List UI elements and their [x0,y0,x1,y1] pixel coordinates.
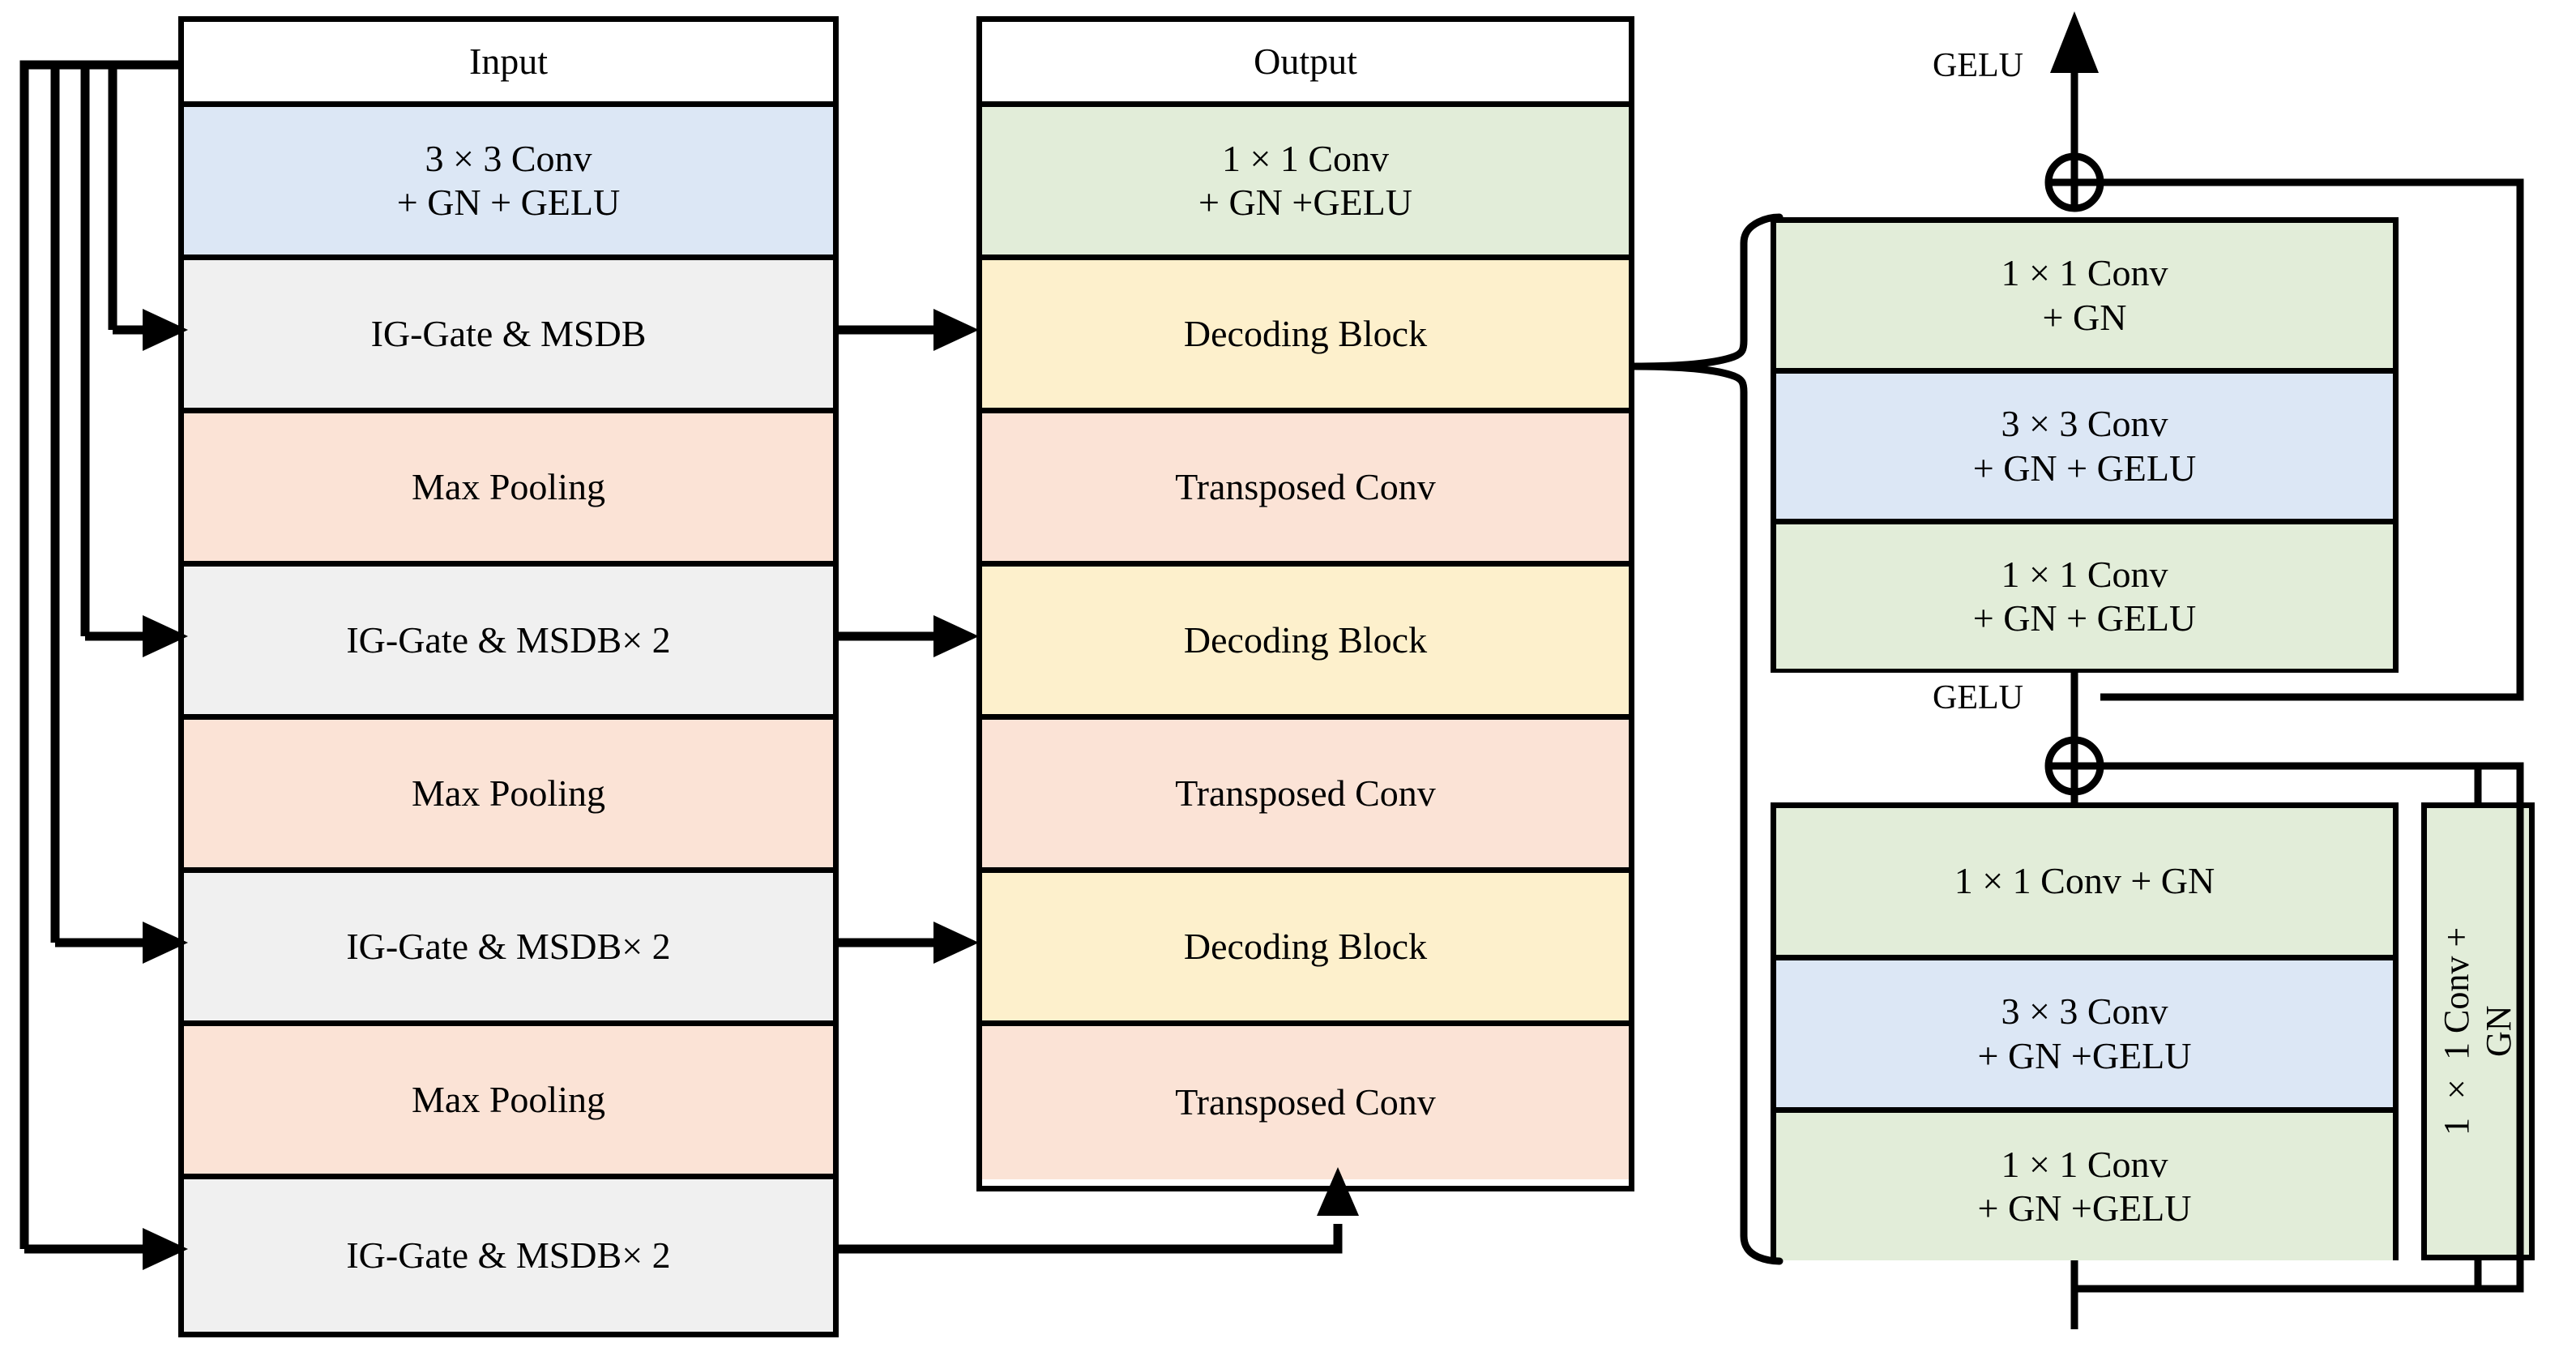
decoder-row-decoding-1: Decoding Block [982,260,1629,413]
detail-bottom-row-conv3x3-gn-gelu: 3 × 3 Conv + GN +GELU [1776,960,2393,1113]
encoder-column: Input 3 × 3 Conv + GN + GELU IG-Gate & M… [178,16,839,1337]
bottleneck-connector [839,1224,1343,1254]
decoder-row-transposed-2: Transposed Conv [982,720,1629,873]
encoder-skip-connections [19,60,178,1254]
encoder-row-iggate-msdb-3: IG-Gate & MSDB× 2 [184,873,833,1026]
detail-bottom-row-conv1x1-gn: 1 × 1 Conv + GN [1776,808,2393,960]
detail-top-row-conv3x3-gn-gelu: 3 × 3 Conv + GN + GELU [1776,374,2393,524]
encoder-to-decoder-arrowheads [933,309,979,964]
detail-shortcut-block: 1 × 1 Conv + GN [2421,802,2535,1260]
detail-top-block: 1 × 1 Conv + GN 3 × 3 Conv + GN + GELU 1… [1771,217,2399,673]
detail-bottom-row-conv1x1-gn-gelu: 1 × 1 Conv + GN +GELU [1776,1113,2393,1260]
encoder-row-iggate-msdb-4: IG-Gate & MSDB× 2 [184,1179,833,1332]
encoder-row-iggate-msdb-1: IG-Gate & MSDB [184,260,833,413]
decoder-row-conv1x1: 1 × 1 Conv + GN +GELU [982,107,1629,260]
decoder-row-transposed-3: Transposed Conv [982,1026,1629,1179]
encoder-row-input: Input [184,22,833,107]
encoder-to-decoder-skips [839,325,948,947]
decoder-row-decoding-3: Decoding Block [982,873,1629,1026]
encoder-row-iggate-msdb-2: IG-Gate & MSDB× 2 [184,567,833,720]
detail-top-row-conv1x1-gn: 1 × 1 Conv + GN [1776,223,2393,374]
gelu-label-bottom: GELU [1933,679,2023,716]
encoder-row-conv3x3: 3 × 3 Conv + GN + GELU [184,107,833,260]
add-symbol-bottom: ⊕ [2044,721,2109,808]
decoder-row-output: Output [982,22,1629,107]
gelu-label-top: GELU [1933,47,2023,84]
encoder-row-maxpool-1: Max Pooling [184,413,833,567]
decoder-row-transposed-1: Transposed Conv [982,413,1629,567]
decoding-block-brace [1630,213,1784,1265]
detail-top-row-conv1x1-gn-gelu: 1 × 1 Conv + GN + GELU [1776,524,2393,669]
add-symbol-top: ⊕ [2044,138,2109,225]
detail-bottom-block: 1 × 1 Conv + GN 3 × 3 Conv + GN +GELU 1 … [1771,802,2399,1260]
encoder-row-maxpool-3: Max Pooling [184,1026,833,1179]
decoder-row-decoding-2: Decoding Block [982,567,1629,720]
decoder-column: Output 1 × 1 Conv + GN +GELU Decoding Bl… [976,16,1634,1191]
detail-shortcut-label: 1 × 1 Conv + GN [2437,926,2518,1136]
encoder-row-maxpool-2: Max Pooling [184,720,833,873]
top-block-output-arrowhead [2050,11,2099,73]
